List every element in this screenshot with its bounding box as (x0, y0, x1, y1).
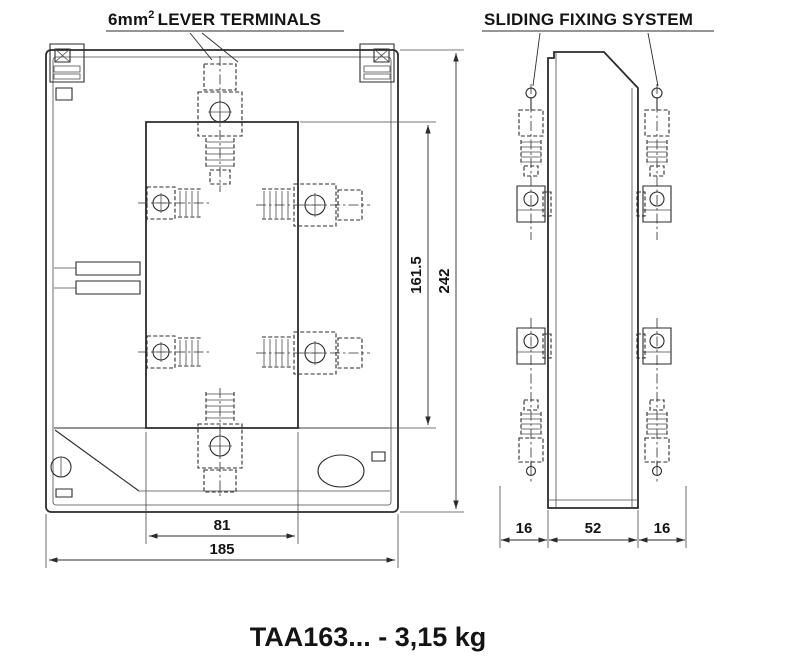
sliding-clamp-right (637, 84, 671, 482)
dim-value-total-width: 185 (209, 541, 234, 558)
caption-model-weight: TAA163... - 3,15 kg (250, 622, 487, 652)
dim-value-side-right: 16 (654, 520, 671, 537)
mounting-bracket-right (360, 44, 394, 82)
dim-value-total-height: 242 (436, 268, 453, 293)
lever-terminal-bottom (198, 388, 242, 496)
front-view: 161.5 242 81 185 (46, 44, 464, 568)
front-window (146, 122, 298, 428)
lever-terminal-upper-right (256, 184, 370, 226)
cable-hole-right (318, 455, 364, 487)
dim-value-window-height: 161.5 (408, 256, 425, 294)
lever-terminal-top (198, 56, 242, 192)
dim-value-side-width: 52 (585, 520, 602, 537)
front-body-outline (46, 50, 398, 512)
front-body-inner-edge (53, 57, 391, 505)
annotation-sliding-fixing: SLIDING FIXING SYSTEM (482, 10, 714, 86)
leader-line (648, 33, 658, 86)
fixing-slot-bottom-left (56, 489, 72, 497)
sliding-fixing-label: SLIDING FIXING SYSTEM (484, 10, 693, 29)
dim-value-window-width: 81 (214, 517, 231, 534)
dim-front-window-height: 161.5 (300, 122, 436, 428)
dim-front-window-width: 81 (146, 432, 298, 544)
busbar-terminals (54, 262, 140, 294)
fixing-slot-bottom-right (372, 452, 385, 461)
mounting-bracket-left (50, 44, 84, 82)
dim-side-widths: 16 52 16 (500, 486, 686, 548)
dim-front-total-width: 185 (46, 514, 398, 568)
lever-terminal-upper-left (138, 187, 212, 219)
fixing-slot-top-left (56, 88, 72, 100)
side-body-outline (548, 52, 638, 508)
side-view: 16 52 16 (500, 52, 686, 548)
dim-front-total-height: 242 (400, 50, 464, 512)
lever-terminal-lower-right (256, 332, 370, 374)
sliding-clamp-left (517, 84, 551, 482)
leader-line (533, 33, 540, 86)
leader-line (190, 33, 212, 60)
leader-line (202, 33, 238, 62)
base-plate (51, 428, 390, 491)
dim-value-side-left: 16 (516, 520, 533, 537)
lever-terminal-lower-left (138, 336, 212, 368)
